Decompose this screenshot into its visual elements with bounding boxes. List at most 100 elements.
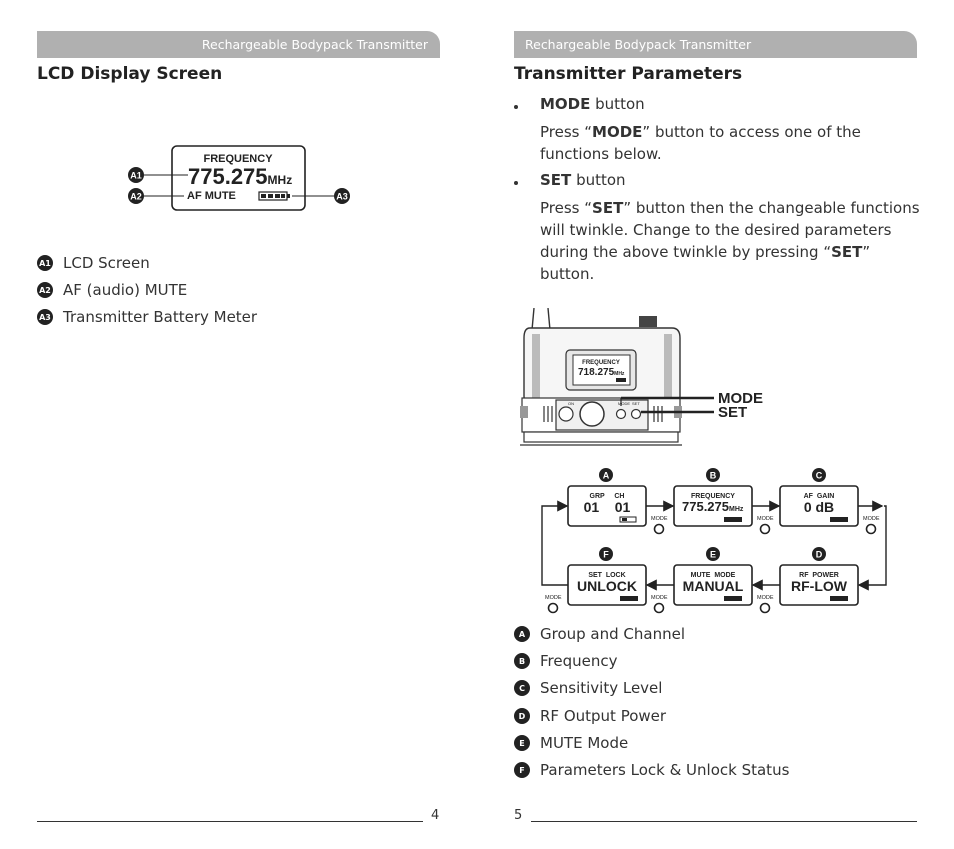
- lcd-display-diagram: FREQUENCY 775.275MHz AF MUTE A1 A2 A3: [128, 145, 350, 211]
- legend-item-d: D RF Output Power: [514, 706, 666, 726]
- marker-a-icon: A: [514, 626, 530, 642]
- svg-text:A1: A1: [130, 171, 142, 181]
- svg-text:01 01: 01 01: [584, 499, 631, 515]
- svg-text:E: E: [710, 550, 716, 560]
- flow-box-frequency: FREQUENCY 775.275MHz: [673, 485, 753, 527]
- lcd-frequency-value: 775.275MHz: [188, 164, 292, 189]
- legend-item-b: B Frequency: [514, 651, 618, 671]
- svg-text:GRP CH: GRP CH: [590, 493, 625, 500]
- legend-text: AF (audio) MUTE: [63, 281, 188, 299]
- marker-f-icon: F: [514, 762, 530, 778]
- flow-box-group-channel: GRP CH 01 01: [567, 485, 647, 527]
- marker-b-icon: B: [706, 468, 720, 482]
- mode-bullet-bold: MODE: [540, 95, 591, 113]
- right-page-header: Rechargeable Bodypack Transmitter: [514, 31, 917, 58]
- mode-button-icon: [615, 408, 627, 420]
- set-button-icon: [630, 408, 642, 420]
- marker-a3-icon: A3: [334, 188, 350, 204]
- svg-text:A3: A3: [336, 192, 348, 202]
- legend-text: Parameters Lock & Unlock Status: [540, 761, 790, 779]
- marker-d-icon: D: [812, 547, 826, 561]
- marker-d-icon: D: [514, 708, 530, 724]
- set-bullet: SET button: [514, 171, 914, 189]
- marker-b-icon: B: [514, 653, 530, 669]
- marker-c-icon: C: [812, 468, 826, 482]
- left-page-header: Rechargeable Bodypack Transmitter: [37, 31, 440, 58]
- mode-bullet: MODE button: [514, 95, 914, 113]
- svg-text:SET: SET: [632, 401, 640, 406]
- parameter-flow-diagram: A B C F E D GRP CH 01 01 FREQUENCY 775.2…: [541, 468, 887, 614]
- svg-text:MODE: MODE: [651, 595, 668, 601]
- legend-text: Frequency: [540, 652, 618, 670]
- right-page-title: Transmitter Parameters: [514, 64, 743, 84]
- svg-text:RF-LOW: RF-LOW: [791, 578, 848, 594]
- lcd-frequency-label: FREQUENCY: [203, 153, 273, 165]
- svg-text:775.275MHz: 775.275MHz: [682, 499, 744, 514]
- svg-text:FREQUENCY: FREQUENCY: [691, 493, 735, 500]
- marker-e-icon: E: [706, 547, 720, 561]
- svg-text:MANUAL: MANUAL: [683, 578, 744, 594]
- marker-c-icon: C: [514, 680, 530, 696]
- marker-a3-icon: A3: [37, 309, 53, 325]
- legend-item-a2: A2 AF (audio) MUTE: [37, 280, 187, 300]
- left-footer-line: [37, 821, 423, 822]
- mode-indicator-icon: MODE MODE MODE MODE MODE MODE: [545, 516, 880, 614]
- legend-item-a3: A3 Transmitter Battery Meter: [37, 307, 257, 327]
- mode-callout: MODE: [718, 390, 763, 407]
- legend-item-f: F Parameters Lock & Unlock Status: [514, 760, 789, 780]
- left-page-title: LCD Display Screen: [37, 64, 223, 84]
- legend-item-e: E MUTE Mode: [514, 733, 628, 753]
- marker-a-icon: A: [599, 468, 613, 482]
- flow-box-rf-power: RF POWER RF-LOW: [779, 564, 859, 606]
- svg-text:FREQUENCY: FREQUENCY: [582, 360, 620, 366]
- legend-text: Sensitivity Level: [540, 679, 663, 697]
- legend-text: Transmitter Battery Meter: [63, 308, 258, 326]
- marker-a2-icon: A2: [37, 282, 53, 298]
- marker-f-icon: F: [599, 547, 613, 561]
- legend-item-a1: A1 LCD Screen: [37, 253, 150, 273]
- svg-text:MUTE MODE: MUTE MODE: [691, 572, 736, 579]
- marker-a1-icon: A1: [37, 255, 53, 271]
- svg-text:MODE: MODE: [863, 516, 880, 522]
- marker-e-icon: E: [514, 735, 530, 751]
- svg-text:718.275MHz: 718.275MHz: [578, 367, 625, 378]
- mode-bullet-rest: button: [590, 95, 645, 113]
- svg-text:MODE: MODE: [618, 401, 630, 406]
- svg-text:C: C: [816, 471, 823, 481]
- svg-text:F: F: [603, 550, 609, 560]
- svg-text:ON: ON: [568, 401, 574, 406]
- svg-text:A2: A2: [130, 192, 142, 202]
- mode-description: Press “MODE” button to access one of the…: [540, 123, 861, 163]
- svg-text:0 dB: 0 dB: [804, 499, 834, 515]
- power-button-icon: [558, 406, 574, 422]
- lcd-mute-label: AF MUTE: [187, 190, 236, 202]
- svg-text:MODE: MODE: [545, 595, 562, 601]
- legend-text: RF Output Power: [540, 707, 667, 725]
- svg-text:MODE: MODE: [651, 516, 668, 522]
- flow-box-mute-mode: MUTE MODE MANUAL: [673, 564, 753, 606]
- svg-text:MODE: MODE: [757, 595, 774, 601]
- battery-meter-icon: [258, 191, 290, 201]
- left-page-number: 4: [431, 808, 440, 823]
- marker-a2-icon: A2: [128, 188, 144, 204]
- set-callout: SET: [718, 404, 747, 421]
- legend-item-c: C Sensitivity Level: [514, 678, 662, 698]
- flow-box-af-gain: AF GAIN 0 dB: [779, 485, 859, 527]
- svg-text:AF GAIN: AF GAIN: [804, 493, 835, 500]
- marker-a1-icon: A1: [128, 167, 144, 183]
- transmitter-device-illustration: FREQUENCY 718.275MHz ON MODE SET MODE SE…: [520, 308, 763, 446]
- set-bullet-rest: button: [571, 171, 626, 189]
- right-page-number: 5: [514, 808, 523, 823]
- bullet-dot-icon: [514, 181, 518, 185]
- set-bullet-bold: SET: [540, 171, 572, 189]
- right-footer-line: [531, 821, 917, 822]
- svg-text:UNLOCK: UNLOCK: [577, 578, 637, 594]
- legend-text: MUTE Mode: [540, 734, 629, 752]
- svg-text:B: B: [710, 471, 717, 481]
- svg-text:RF POWER: RF POWER: [799, 572, 839, 579]
- set-description: Press “SET” button then the changeable f…: [540, 199, 920, 283]
- bullet-dot-icon: [514, 105, 518, 109]
- legend-text: LCD Screen: [63, 254, 150, 272]
- legend-item-a: A Group and Channel: [514, 624, 685, 644]
- svg-text:D: D: [816, 550, 823, 560]
